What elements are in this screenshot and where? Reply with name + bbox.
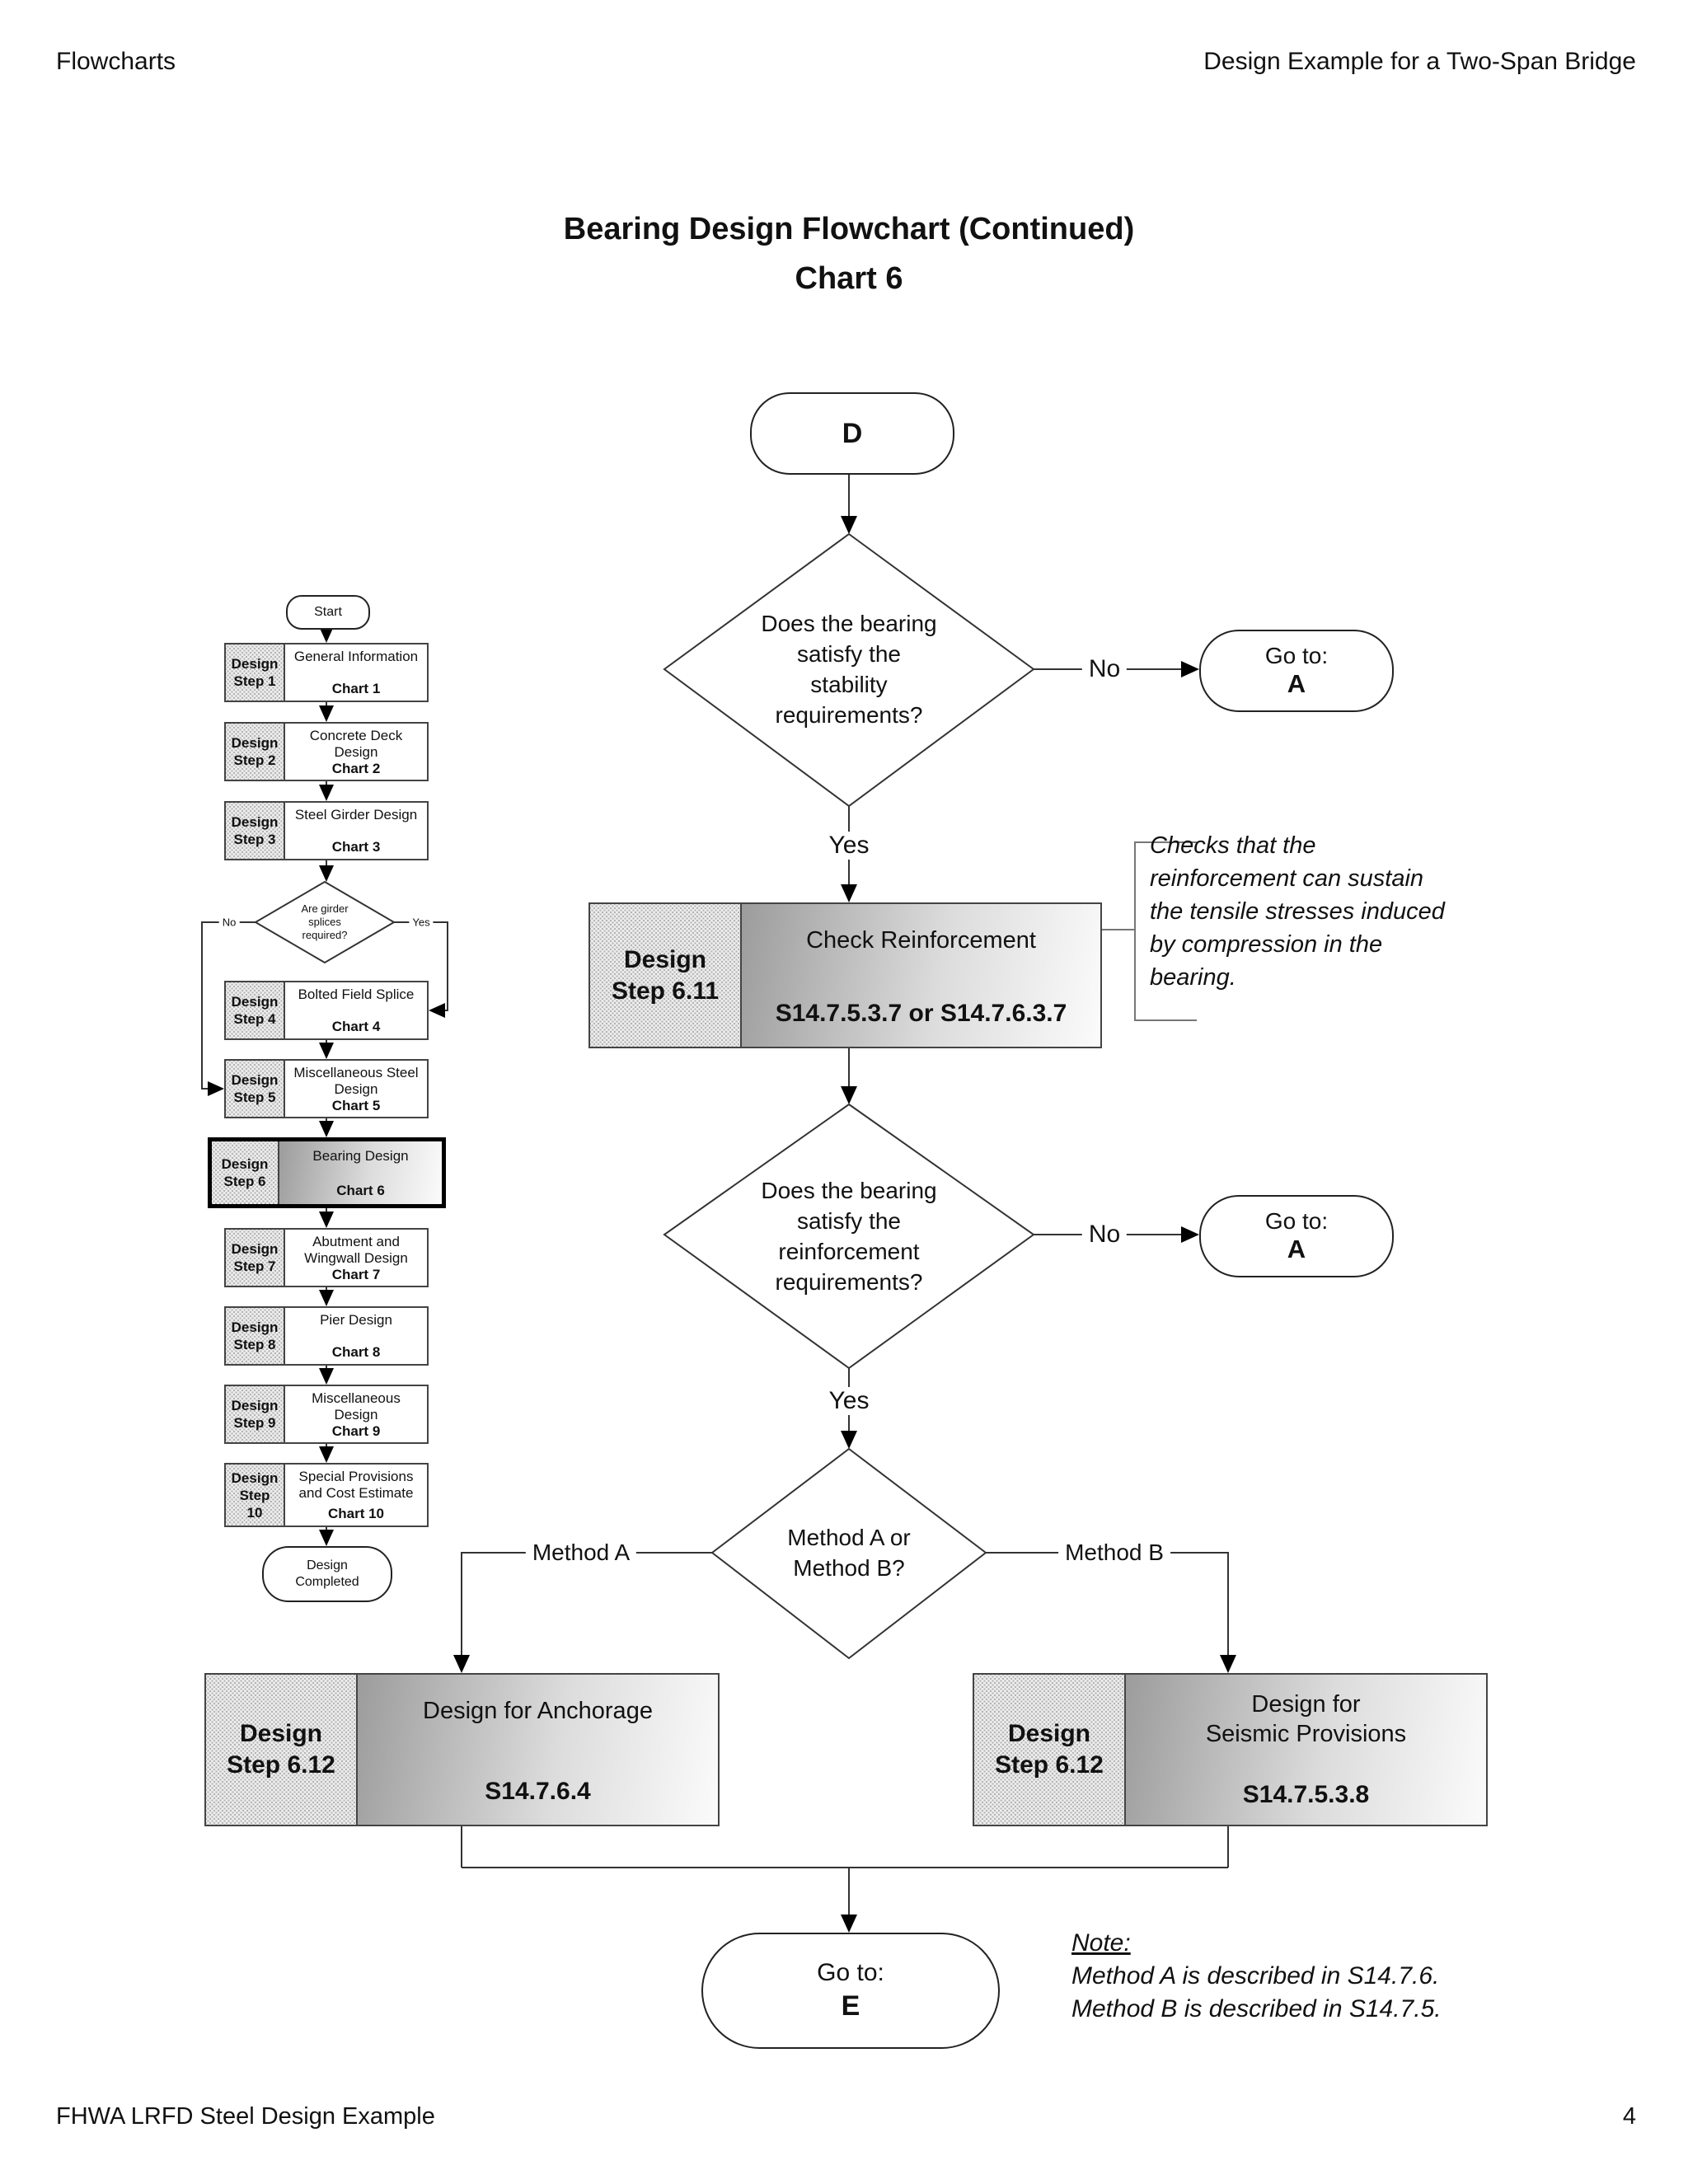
step-label: Design Step 6.12	[974, 1675, 1126, 1825]
goto-e-terminator: Go to: E	[701, 1933, 1000, 2049]
stability-yes-label: Yes	[822, 832, 876, 860]
goto-prefix: Go to:	[817, 1959, 884, 1986]
sidebar-step-2: Design Step 2 Concrete Deck Design Chart…	[224, 722, 429, 781]
sidebar-step-7: Design Step 7 Abutment and Wingwall Desi…	[224, 1228, 429, 1287]
step-label: Design Step 9	[226, 1386, 285, 1442]
note-bracket	[1102, 841, 1197, 1021]
goto-prefix: Go to:	[1264, 643, 1329, 668]
spec-reference: S14.7.6.4	[485, 1778, 591, 1805]
connector-d-terminator: D	[750, 392, 954, 475]
goto-a-terminator-2: Go to: A	[1199, 1195, 1394, 1277]
stability-no-label: No	[1081, 655, 1128, 683]
step-chart: Chart 7	[331, 1267, 381, 1282]
page-title-line2: Chart 6	[795, 261, 903, 296]
sidebar-completed-label: Design Completed	[295, 1558, 359, 1589]
sidebar-step-1: Design Step 1 General Information Chart …	[224, 643, 429, 702]
decision-splices-shape	[254, 880, 396, 964]
goto-prefix: Go to:	[1264, 1208, 1329, 1234]
reinforcement-no-label: No	[1081, 1221, 1128, 1249]
step-label: Design Step 6.11	[590, 904, 742, 1047]
header-right: Design Example for a Two-Span Bridge	[1203, 48, 1636, 75]
step-chart: Chart 9	[331, 1423, 381, 1439]
sidebar-step-4: Design Step 4 Bolted Field Splice Chart …	[224, 981, 429, 1040]
process-step-6-12-seismic: Design Step 6.12 Design for Seismic Prov…	[973, 1673, 1488, 1826]
sidebar-step-3: Design Step 3 Steel Girder Design Chart …	[224, 801, 429, 860]
sidebar-step-8: Design Step 8 Pier Design Chart 8	[224, 1306, 429, 1366]
step-title: Concrete Deck Design	[309, 728, 403, 760]
step-label: Design Step 1	[226, 644, 285, 701]
step-label: Design Step 6	[212, 1141, 279, 1204]
footnote-line1: Method A is described in S14.7.6.	[1071, 1962, 1440, 1990]
step-chart: Chart 6	[336, 1183, 385, 1198]
step-label: Design Step 6.12	[206, 1675, 358, 1825]
page-title: Bearing Design Flowchart (Continued) Cha…	[437, 204, 1261, 303]
methods-footnote: Note: Method A is described in S14.7.6. …	[1071, 1927, 1442, 2026]
header-left: Flowcharts	[56, 48, 176, 75]
step-label: Design Step 4	[226, 982, 285, 1038]
decision-method-text: Method A or Method B?	[787, 1525, 911, 1581]
step-label: Design Step 10	[226, 1465, 285, 1526]
goto-target: E	[841, 1990, 860, 2022]
reinforcement-annotation: Checks that the reinforcement can sustai…	[1150, 832, 1445, 991]
step-title: Special Provisions and Cost Estimate	[298, 1469, 414, 1501]
goto-target: A	[1287, 669, 1306, 698]
goto-target: A	[1287, 1235, 1306, 1263]
process-title: Design for Anchorage	[423, 1698, 653, 1724]
process-step-6-11: Design Step 6.11 Check Reinforcement S14…	[588, 902, 1102, 1048]
step-label: Design Step 8	[226, 1308, 285, 1364]
step-chart: Chart 2	[331, 761, 381, 776]
step-label: Design Step 2	[226, 724, 285, 780]
footer-left: FHWA LRFD Steel Design Example	[56, 2103, 435, 2130]
sidebar-start-terminator: Start	[286, 595, 370, 630]
splices-no-label: No	[218, 916, 240, 929]
step-title: Abutment and Wingwall Design	[304, 1234, 408, 1266]
decision-reinforcement-text: Does the bearing satisfy the reinforceme…	[761, 1178, 937, 1295]
step-chart: Chart 5	[331, 1098, 381, 1113]
goto-a-terminator-1: Go to: A	[1199, 630, 1394, 712]
step-chart: Chart 10	[327, 1506, 385, 1521]
decision-stability-text: Does the bearing satisfy the stability r…	[761, 611, 937, 728]
step-label: Design Step 7	[226, 1230, 285, 1286]
spec-reference: S14.7.5.3.8	[1242, 1781, 1370, 1808]
step-chart: Chart 1	[331, 681, 381, 696]
step-title: General Information	[293, 649, 419, 664]
step-label: Design Step 3	[226, 803, 285, 859]
decision-splices-text: Are girder splices required?	[301, 902, 349, 941]
method-b-label: Method B	[1058, 1540, 1170, 1566]
step-title: Bearing Design	[312, 1148, 409, 1164]
splices-yes-label: Yes	[409, 916, 434, 929]
decision-reinforcement-shape	[663, 1103, 1035, 1370]
method-a-label: Method A	[525, 1540, 637, 1566]
step-title: Bolted Field Splice	[298, 987, 415, 1002]
page-title-line1: Bearing Design Flowchart (Continued)	[563, 212, 1135, 246]
sidebar-start-label: Start	[314, 605, 342, 619]
step-chart: Chart 4	[331, 1019, 381, 1034]
step-title: Miscellaneous Design	[312, 1390, 401, 1422]
step-chart: Chart 3	[331, 839, 381, 855]
footnote-line2: Method B is described in S14.7.5.	[1071, 1995, 1442, 2022]
process-title: Design for Seismic Provisions	[1205, 1691, 1407, 1747]
step-title: Pier Design	[320, 1312, 392, 1328]
connector-d-label: D	[842, 417, 863, 449]
reinforcement-yes-label: Yes	[822, 1387, 876, 1415]
sidebar-step-10: Design Step 10 Special Provisions and Co…	[224, 1463, 429, 1527]
arrowhead-icons	[208, 516, 1236, 1933]
sidebar-completed-terminator: Design Completed	[262, 1546, 392, 1602]
step-chart: Chart 8	[331, 1344, 381, 1360]
process-title: Check Reinforcement	[806, 927, 1036, 954]
sidebar-step-5: Design Step 5 Miscellaneous Steel Design…	[224, 1059, 429, 1118]
spec-reference: S14.7.5.3.7 or S14.7.6.3.7	[775, 1000, 1067, 1027]
footer-page-number: 4	[1622, 2103, 1636, 2130]
sidebar-step-6-current: Design Step 6 Bearing Design Chart 6	[208, 1137, 446, 1208]
decision-stability-shape	[663, 532, 1035, 808]
step-title: Steel Girder Design	[294, 807, 418, 823]
step-label: Design Step 5	[226, 1061, 285, 1117]
sidebar-step-9: Design Step 9 Miscellaneous Design Chart…	[224, 1385, 429, 1444]
footnote-heading: Note:	[1071, 1929, 1131, 1957]
decision-method-shape	[710, 1447, 987, 1660]
step-title: Miscellaneous Steel Design	[293, 1065, 419, 1097]
process-step-6-12-anchorage: Design Step 6.12 Design for Anchorage S1…	[204, 1673, 720, 1826]
